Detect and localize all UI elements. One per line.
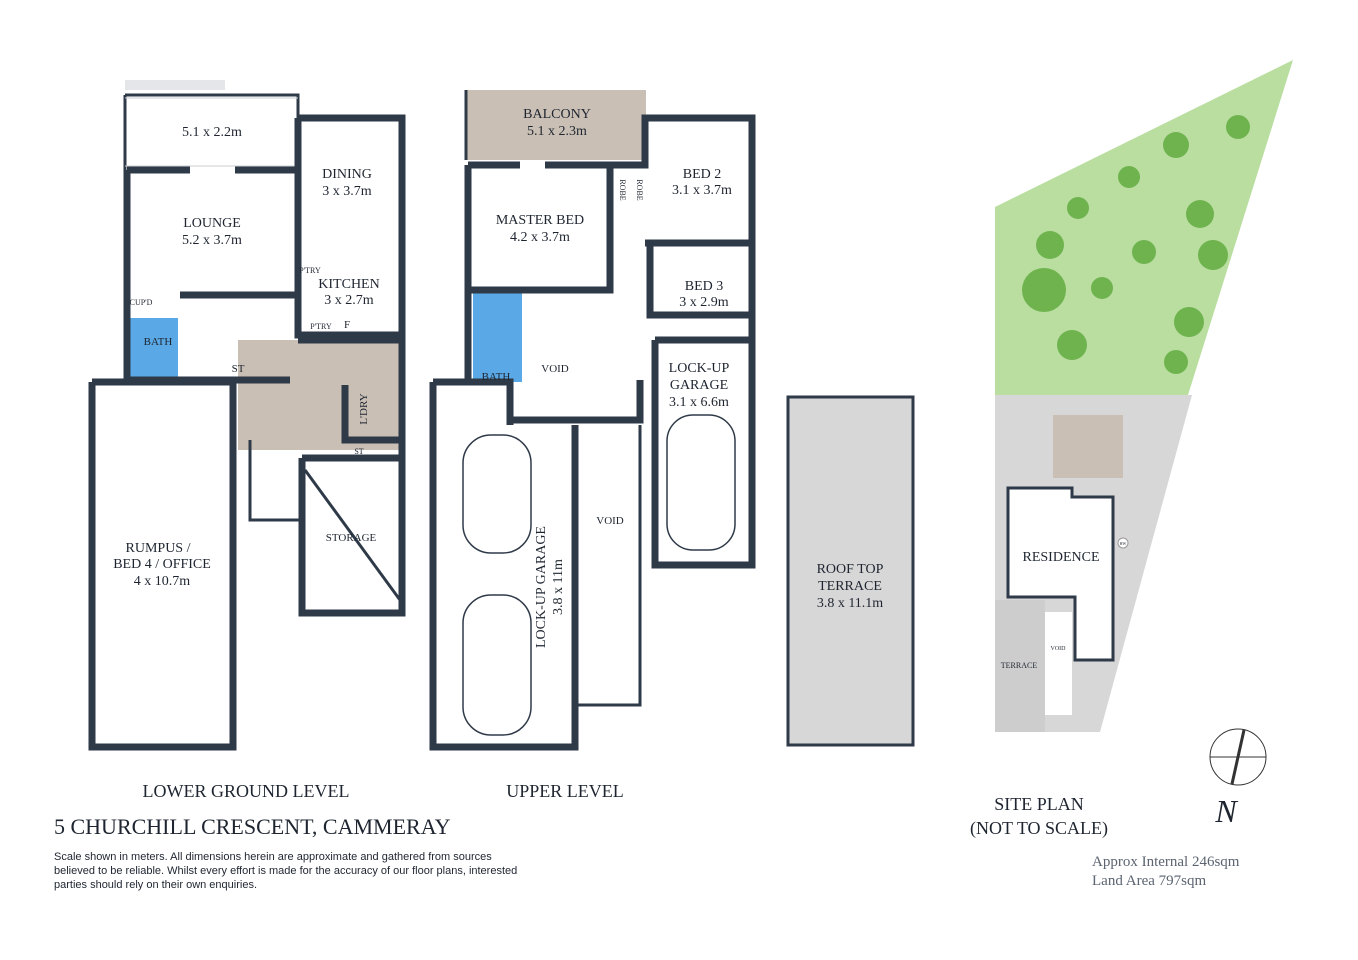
svg-text:BED 4 / OFFICE: BED 4 / OFFICE <box>113 557 211 572</box>
site-plan: RESIDENCE TERRACE VOID HW N <box>995 60 1293 829</box>
laundry-label: L'DRY <box>358 393 370 424</box>
balcony-label: BALCONY <box>523 107 591 122</box>
master-bed-label: MASTER BED <box>496 213 584 228</box>
svg-text:3.1 x 3.7m: 3.1 x 3.7m <box>672 183 732 198</box>
kitchen-label: KITCHEN <box>318 277 379 292</box>
svg-text:3 x 3.7m: 3 x 3.7m <box>322 184 372 199</box>
internal-area: Approx Internal 246sqm <box>1092 854 1240 870</box>
car-icon <box>462 434 532 554</box>
land-area: Land Area 797sqm <box>1092 873 1207 889</box>
property-address: 5 CHURCHILL CRESCENT, CAMMERAY <box>54 814 451 839</box>
bed3-label: BED 3 <box>685 279 724 294</box>
bath-area <box>473 290 522 382</box>
residence-label: RESIDENCE <box>1023 550 1100 565</box>
upper-walls <box>429 114 756 751</box>
front-room-label: 5.1 x 2.2m <box>182 125 242 140</box>
svg-text:VOID: VOID <box>1051 646 1067 652</box>
tree-icons <box>1022 115 1250 374</box>
upper-level-title: UPPER LEVEL <box>506 781 624 801</box>
svg-text:TERRACE: TERRACE <box>1001 661 1038 670</box>
svg-text:5.1 x 2.3m: 5.1 x 2.3m <box>527 124 587 139</box>
svg-text:(NOT TO SCALE): (NOT TO SCALE) <box>970 818 1108 839</box>
lower-walls <box>88 114 406 751</box>
lounge-label: LOUNGE <box>183 216 241 231</box>
site-plan-title: SITE PLAN <box>994 794 1084 814</box>
svg-text:3 x 2.9m: 3 x 2.9m <box>679 295 729 310</box>
garage-label: LOCK-UP GARAGE <box>534 526 549 648</box>
svg-text:TERRACE: TERRACE <box>818 579 882 594</box>
timber-hall <box>238 340 402 450</box>
bath-label: BATH <box>482 371 511 383</box>
residence-outline <box>1006 486 1115 662</box>
svg-text:4.2 x 3.7m: 4.2 x 3.7m <box>510 230 570 245</box>
svg-text:CUP'D: CUP'D <box>130 298 153 307</box>
svg-text:3.1 x 6.6m: 3.1 x 6.6m <box>669 395 729 410</box>
bath-area <box>130 318 178 380</box>
svg-text:4 x 10.7m: 4 x 10.7m <box>134 574 191 589</box>
storage-label: STORAGE <box>326 532 377 544</box>
lower-ground-level: 5.1 x 2.2m LOUNGE 5.2 x 3.7m DINING 3 x … <box>88 80 406 751</box>
svg-text:5.2 x 3.7m: 5.2 x 3.7m <box>182 233 242 248</box>
balcony-deck <box>466 90 646 160</box>
svg-text:3.8 x 11m: 3.8 x 11m <box>551 559 566 615</box>
garden <box>995 60 1293 395</box>
svg-text:ST: ST <box>232 363 245 375</box>
svg-text:F: F <box>344 319 350 331</box>
svg-text:3 x 2.7m: 3 x 2.7m <box>324 293 374 308</box>
svg-text:ROBE: ROBE <box>618 179 627 200</box>
timber-deck <box>1053 415 1123 478</box>
front-deck <box>125 80 225 90</box>
svg-text:GARAGE: GARAGE <box>670 378 728 393</box>
north-label: N <box>1214 793 1238 829</box>
car-icon <box>666 414 736 551</box>
bath-label: BATH <box>144 336 173 348</box>
svg-text:HW: HW <box>1120 541 1127 546</box>
svg-text:VOID: VOID <box>596 515 624 527</box>
svg-text:ROBE: ROBE <box>635 179 644 200</box>
svg-text:P'TRY: P'TRY <box>299 266 321 275</box>
svg-text:ST: ST <box>354 447 363 456</box>
dining-label: DINING <box>322 167 372 182</box>
svg-text:3.8 x 11.1m: 3.8 x 11.1m <box>817 596 883 611</box>
lower-level-title: LOWER GROUND LEVEL <box>143 781 350 801</box>
garage-label: LOCK-UP <box>669 361 730 376</box>
rumpus-label: RUMPUS / <box>126 541 191 556</box>
car-icon <box>462 594 532 736</box>
svg-text:P'TRY: P'TRY <box>310 322 332 331</box>
roof-terrace-label: ROOF TOP <box>817 562 884 577</box>
bed2-label: BED 2 <box>683 167 722 182</box>
upper-level: BALCONY 5.1 x 2.3m MASTER BED 4.2 x 3.7m… <box>429 90 915 751</box>
disclaimer: Scale shown in meters. All dimensions he… <box>54 851 518 891</box>
svg-text:VOID: VOID <box>541 363 569 375</box>
roof-terrace <box>786 395 915 747</box>
area-summary: Approx Internal 246sqm Land Area 797sqm <box>1092 853 1239 891</box>
